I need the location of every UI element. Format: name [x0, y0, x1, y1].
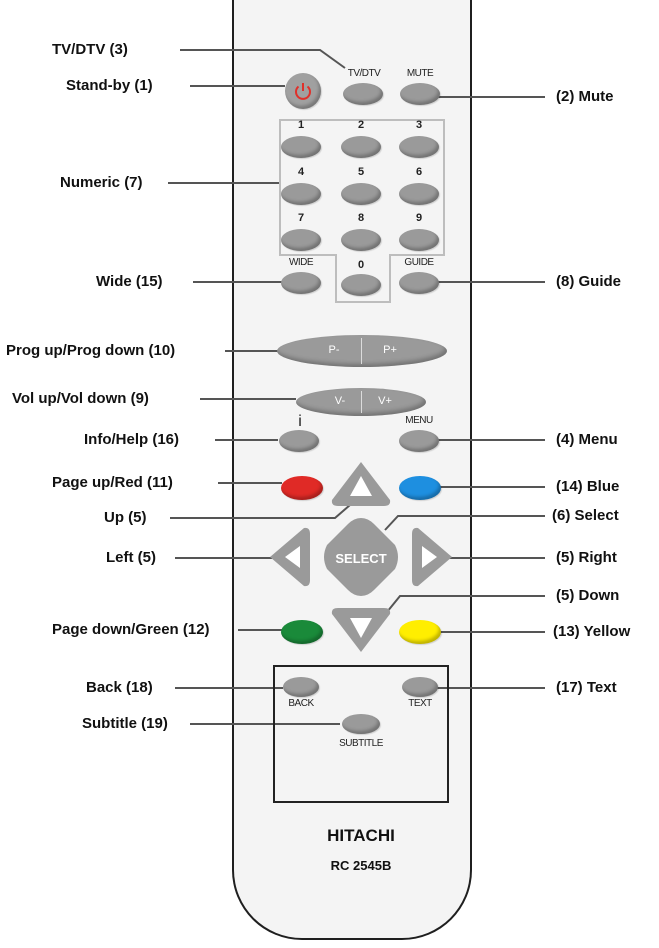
digit-button-4[interactable] [281, 183, 321, 205]
text-button[interactable] [402, 677, 438, 697]
guide-label: GUIDE [404, 257, 434, 268]
blue-button[interactable] [399, 476, 441, 500]
back-button[interactable] [283, 677, 319, 697]
digit-label-7: 7 [297, 212, 305, 224]
digit-button-9[interactable] [399, 229, 439, 251]
callout-right: (5) Right [556, 549, 617, 566]
digit-button-1[interactable] [281, 136, 321, 158]
info-label: i [298, 413, 302, 430]
callout-wide: Wide (15) [96, 273, 163, 290]
text-label: TEXT [408, 698, 432, 709]
triangle-up-icon [350, 476, 372, 496]
power-icon [295, 83, 311, 100]
digit-button-5[interactable] [341, 183, 381, 205]
subtitle-button[interactable] [342, 714, 380, 734]
leader-down [386, 595, 545, 613]
tv-dtv-button[interactable] [343, 83, 383, 105]
leader-tv-dtv [180, 49, 346, 69]
guide-button[interactable] [399, 272, 439, 294]
info-button[interactable] [279, 430, 319, 452]
yellow-button[interactable] [399, 620, 441, 644]
digit-label-8: 8 [357, 212, 365, 224]
callout-menu: (4) Menu [556, 431, 618, 448]
digit-label-0: 0 [357, 259, 365, 271]
digit-button-6[interactable] [399, 183, 439, 205]
callout-page-up: Page up/Red (11) [52, 474, 173, 491]
callout-subtitle: Subtitle (19) [82, 715, 168, 732]
digit-label-9: 9 [415, 212, 423, 224]
left-button[interactable] [270, 527, 310, 587]
menu-button[interactable] [399, 430, 439, 452]
callout-guide: (8) Guide [556, 273, 622, 290]
digit-label-3: 3 [415, 119, 423, 131]
callout-blue: (14) Blue [556, 478, 620, 495]
wide-button[interactable] [281, 272, 321, 294]
vol-down-label[interactable]: V- [334, 395, 346, 407]
down-button[interactable] [331, 608, 391, 652]
callout-page-down: Page down/Green (12) [52, 621, 210, 638]
triangle-right-icon [422, 546, 437, 568]
callout-yellow: (13) Yellow [553, 623, 631, 640]
callout-mute: (2) Mute [556, 88, 614, 105]
callout-info: Info/Help (16) [84, 431, 180, 448]
callout-vol: Vol up/Vol down (9) [12, 390, 149, 407]
callout-numeric: Numeric (7) [60, 174, 143, 191]
callout-standby: Stand-by (1) [66, 77, 153, 94]
callout-text: (17) Text [556, 679, 617, 696]
leader-up [170, 504, 351, 519]
subtitle-label: SUBTITLE [339, 738, 383, 749]
digit-label-2: 2 [357, 119, 365, 131]
vol-divider [361, 391, 362, 413]
triangle-down-icon [350, 618, 372, 638]
lower-panel [273, 665, 449, 803]
green-button[interactable] [281, 620, 323, 644]
callout-left: Left (5) [106, 549, 156, 566]
menu-label: MENU [405, 415, 433, 426]
callout-back: Back (18) [86, 679, 153, 696]
right-button[interactable] [412, 527, 452, 587]
digit-label-4: 4 [297, 166, 305, 178]
standby-button[interactable] [285, 73, 321, 109]
prog-rocker[interactable] [277, 335, 447, 367]
callout-down: (5) Down [556, 587, 620, 604]
wide-label: WIDE [288, 257, 314, 268]
leader-select [384, 515, 545, 531]
vol-up-label[interactable]: V+ [378, 395, 392, 407]
mute-button[interactable] [400, 83, 440, 105]
digit-button-3[interactable] [399, 136, 439, 158]
callout-prog: Prog up/Prog down (10) [6, 342, 176, 359]
brand-name: HITACHI [327, 826, 395, 845]
select-label: SELECT [335, 551, 387, 566]
digit-button-7[interactable] [281, 229, 321, 251]
triangle-left-icon [285, 546, 300, 568]
select-button[interactable] [324, 518, 398, 596]
digit-label-1: 1 [297, 119, 305, 131]
digit-label-5: 5 [357, 166, 365, 178]
callout-select: (6) Select [552, 507, 619, 524]
back-label: BACK [288, 698, 314, 709]
digit-label-6: 6 [415, 166, 423, 178]
model-number: RC 2545B [330, 858, 392, 873]
callout-tv-dtv: TV/DTV (3) [52, 41, 128, 58]
mute-label: MUTE [406, 68, 434, 79]
prog-divider [361, 338, 362, 364]
callout-up: Up (5) [104, 509, 147, 526]
digit-button-8[interactable] [341, 229, 381, 251]
red-button[interactable] [281, 476, 323, 500]
tv-dtv-label: TV/DTV [347, 68, 381, 79]
digit-button-0[interactable] [341, 274, 381, 296]
prog-up-label[interactable]: P+ [383, 344, 397, 356]
up-button[interactable] [331, 462, 391, 506]
prog-down-label[interactable]: P- [328, 344, 340, 356]
digit-button-2[interactable] [341, 136, 381, 158]
